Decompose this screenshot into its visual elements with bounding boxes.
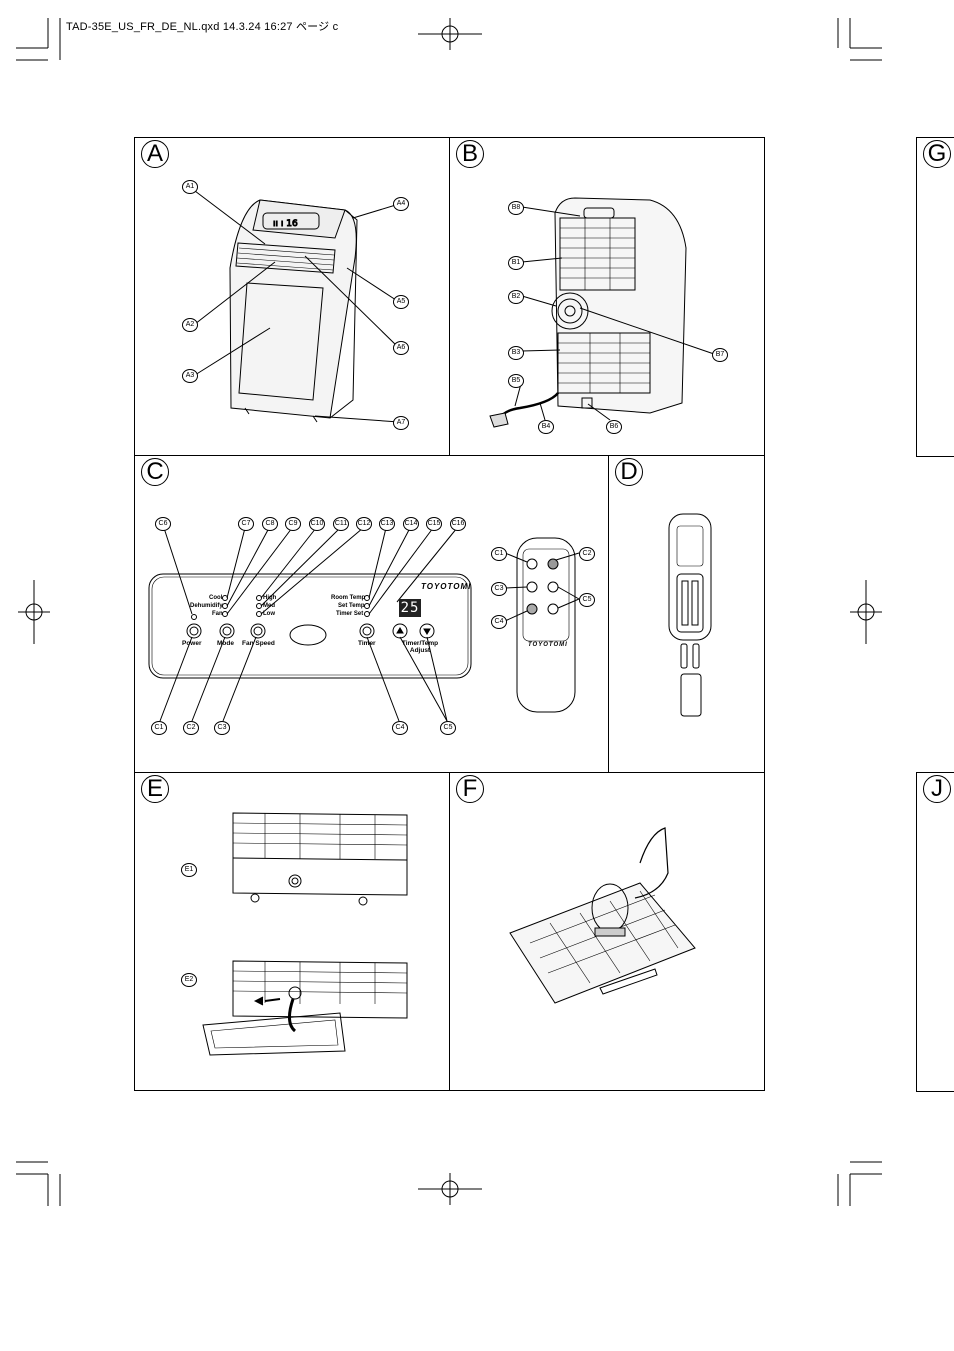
callout-a1: A1 (182, 180, 198, 194)
callout-b5: B5 (508, 374, 524, 388)
fan-label-med: Med (263, 603, 275, 609)
callout-b1: B1 (508, 256, 524, 270)
callout-c13: C13 (379, 517, 395, 531)
callout-c14: C14 (403, 517, 419, 531)
fan-speed-button-label: Fan Speed (242, 640, 275, 647)
panel-d: D (608, 455, 765, 773)
filter-cleaning-illustration (509, 827, 696, 1004)
control-panel-illustration (148, 527, 580, 722)
panel-letter: C (141, 458, 169, 486)
mode-label-cool: Cool (209, 595, 223, 601)
callout-b4: B4 (538, 420, 554, 434)
callout-b2: B2 (508, 290, 524, 304)
fan-label-high: High (263, 595, 277, 601)
callout-c7: C7 (238, 517, 254, 531)
callout-c9: C9 (285, 517, 301, 531)
callout-a6: A6 (393, 341, 409, 355)
callout-c15: C15 (426, 517, 442, 531)
callout-c3: C3 (214, 721, 230, 735)
callout-b6: B6 (606, 420, 622, 434)
callout-c2: C2 (183, 721, 199, 735)
callout-a3: A3 (182, 369, 198, 383)
remote-callout-c1: C1 (491, 547, 507, 561)
panel-letter: D (615, 458, 643, 486)
panel-letter: F (456, 775, 484, 803)
remote-callout-c2: C2 (579, 547, 595, 561)
fan-label-low: Low (263, 611, 275, 617)
remote-callout-c3: C3 (491, 582, 507, 596)
panel-letter: G (923, 140, 951, 168)
panel-e: E E1 E2 (134, 772, 450, 1091)
callout-c8: C8 (262, 517, 278, 531)
callout-a2: A2 (182, 318, 198, 332)
callout-e2: E2 (181, 973, 197, 987)
power-button-label: Power (182, 640, 202, 647)
file-header: TAD-35E_US_FR_DE_NL.qxd 14.3.24 16:27 ペー… (66, 21, 339, 33)
callout-b8: B8 (508, 201, 524, 215)
callout-c4: C4 (392, 721, 408, 735)
temp-label-timer-set: Timer Set (336, 611, 364, 617)
panel-letter: E (141, 775, 169, 803)
timer-button-label: Timer (358, 640, 376, 647)
panel-a: A ıı ı 16 A1 A2 A3 A4 A5 A6 A7 (134, 137, 450, 456)
mode-label-dehumidify: Dehumidify (190, 603, 223, 609)
remote-callout-c4: C4 (491, 615, 507, 629)
remote-brand-logo: TOYOTOMI (528, 642, 568, 648)
callout-a5: A5 (393, 295, 409, 309)
callout-c1: C1 (151, 721, 167, 735)
remote-callout-c5: C5 (579, 593, 595, 607)
callout-a7: A7 (393, 416, 409, 430)
panel-letter: J (923, 775, 951, 803)
mode-button-label: Mode (217, 640, 234, 647)
air-conditioner-rear-illustration (489, 197, 715, 428)
callout-a4: A4 (393, 197, 409, 211)
mode-label-fan: Fan (212, 611, 223, 617)
panel-b: B B8 B1 B2 B3 B5 B4 B6 B7 (449, 137, 765, 456)
callout-c5: C5 (440, 721, 456, 735)
panel-g-partial: G (916, 137, 954, 457)
callout-c10: C10 (309, 517, 325, 531)
svg-text:ıı ı 16: ıı ı 16 (273, 219, 298, 229)
callout-c12: C12 (356, 517, 372, 531)
remote-battery-illustration (668, 513, 712, 717)
temp-label-set: Set Temp (338, 603, 365, 609)
callout-c16: C16 (450, 517, 466, 531)
temperature-display: 25 (399, 599, 421, 617)
panel-f: F (449, 772, 765, 1091)
air-conditioner-front-illustration: ıı ı 16 (194, 190, 400, 423)
drain-illustration (202, 812, 408, 1056)
panel-j-partial: J (916, 772, 954, 1092)
panel-letter: B (456, 140, 484, 168)
callout-c11: C11 (333, 517, 349, 531)
panel-c: C (134, 455, 609, 773)
brand-logo: TOYOTOMI (421, 582, 472, 591)
callout-c6: C6 (155, 517, 171, 531)
panel-letter: A (141, 140, 169, 168)
callout-b3: B3 (508, 346, 524, 360)
timer-temp-adjust-label: Timer/Temp Adjust (401, 640, 439, 654)
callout-b7: B7 (712, 348, 728, 362)
temp-label-room: Room Temp (331, 595, 366, 601)
callout-e1: E1 (181, 863, 197, 877)
